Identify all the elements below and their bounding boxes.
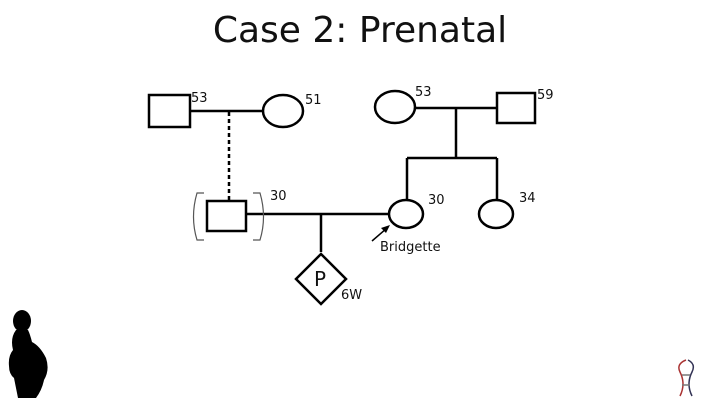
maternal-grandmother-circle: [373, 89, 417, 125]
page-title: Case 2: Prenatal: [212, 10, 508, 51]
adoption-bracket-left: [192, 192, 204, 241]
aunt-circle: [477, 198, 515, 230]
pregnancy-symbol: P: [314, 267, 326, 291]
aunt-age: 34: [519, 191, 536, 206]
pregnancy-gestation: 6W: [341, 288, 362, 303]
father-age: 30: [270, 189, 287, 204]
dna-logo-icon: [678, 359, 695, 397]
maternal-grandfather-age: 59: [537, 88, 554, 103]
pregnant-woman-silhouette-icon: [8, 310, 48, 398]
mother-age: 30: [428, 193, 445, 208]
proband-arrowhead-icon: [381, 225, 390, 233]
paternal-grandmother-circle: [261, 93, 305, 129]
pregnancy-diamond: [294, 252, 348, 306]
paternal-grandfather-square: [147, 93, 192, 129]
mother-circle: [387, 198, 425, 230]
paternal-grandmother-age: 51: [305, 93, 322, 108]
paternal-grandfather-age: 53: [191, 91, 208, 106]
maternal-grandmother-age: 53: [415, 85, 432, 100]
maternal-grandfather-square: [495, 91, 537, 125]
mother-name: Bridgette: [380, 240, 441, 255]
adoption-bracket-right: [253, 192, 265, 241]
father-square: [205, 199, 248, 233]
